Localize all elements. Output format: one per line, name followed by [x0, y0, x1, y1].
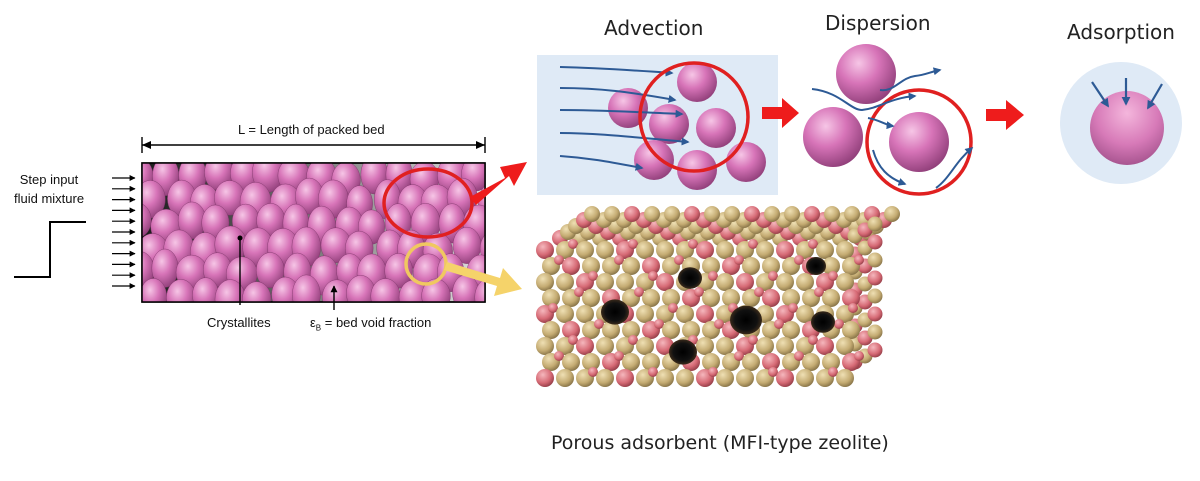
zeolite-caption: Porous adsorbent (MFI-type zeolite)	[551, 432, 889, 454]
arrow-to-adsorption	[986, 100, 1024, 130]
crystallite-spheres	[142, 163, 485, 302]
zoom-arrow-to-zeolite	[444, 262, 522, 296]
packed-bed	[141, 162, 486, 303]
dispersion-flow-arrows	[811, 67, 974, 189]
dispersion-highlight-circle	[865, 88, 973, 196]
step-input-signal	[14, 221, 86, 278]
adsorption-title: Adsorption	[1067, 20, 1175, 44]
bed-highlight-circle	[382, 167, 474, 239]
adsorption-panel	[1060, 62, 1182, 184]
void-fraction-subscript: B	[315, 323, 322, 333]
void-fraction-text: = bed void fraction	[321, 315, 432, 330]
advection-highlight-circle	[638, 61, 750, 173]
step-input-line2: fluid mixture	[14, 191, 85, 206]
inflow-arrows	[112, 175, 136, 289]
length-dimension-line	[141, 137, 486, 153]
arrow-to-advection	[470, 162, 527, 205]
crystallites-pointer	[237, 235, 243, 305]
crystallite-highlight-circle	[404, 242, 448, 286]
step-input-label: Step input fluid mixture	[14, 170, 84, 208]
advection-title: Advection	[604, 16, 704, 40]
advection-flow-arrows	[559, 66, 690, 171]
adsorption-arrows	[1091, 78, 1163, 110]
mfi-zeolite-framework	[536, 206, 900, 387]
arrow-to-dispersion	[762, 98, 799, 128]
bed-length-label: L = Length of packed bed	[238, 122, 385, 137]
void-fraction-symbol: ε	[310, 315, 316, 330]
dispersion-panel	[803, 44, 974, 196]
crystallites-label: Crystallites	[207, 315, 271, 330]
dispersion-title: Dispersion	[825, 11, 931, 35]
void-fraction-label: εB = bed void fraction	[310, 315, 431, 333]
advection-panel	[537, 55, 778, 195]
step-input-line1: Step input	[19, 172, 79, 187]
